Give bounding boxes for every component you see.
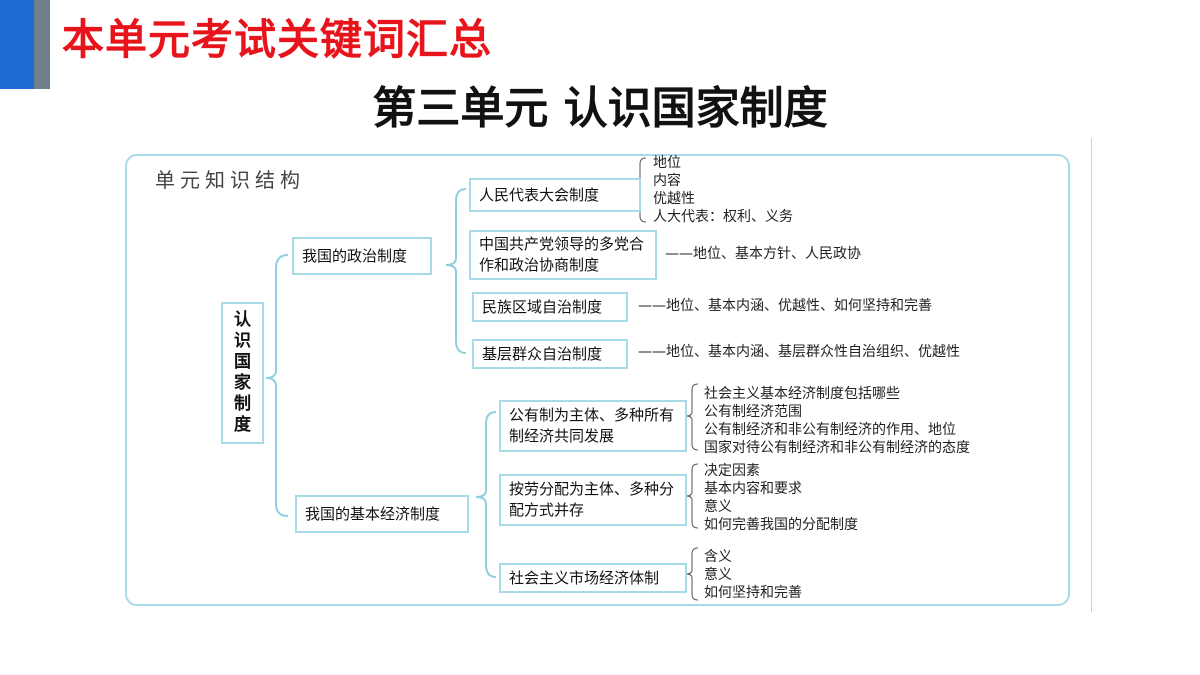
npc-note-item: 内容 [653,173,681,189]
economic-system-label: 我国的基本经济制度 [305,504,441,523]
npc-note-item: 优越性 [653,191,695,207]
cpc-cooperation-note: ——地位、基本方针、人民政协 [665,246,861,262]
divider-line [1091,138,1092,612]
npc-system-node: 人民代表大会制度 [469,178,641,212]
npc-system-label: 人民代表大会制度 [479,185,600,204]
root-node: 认识国家制度 [221,302,264,444]
grassroots-autonomy-label: 基层群众自治制度 [482,344,603,363]
distribution-notes-brace [685,463,699,529]
grassroots-autonomy-note: ——地位、基本内涵、基层群众性自治组织、优越性 [638,344,960,360]
cpc-cooperation-label: 中国共产党领导的多党合作和政治协商制度 [479,235,645,274]
market-economy-label: 社会主义市场经济体制 [509,568,660,587]
root-bracket [265,254,289,517]
economic-system-node: 我国的基本经济制度 [295,495,469,533]
ethnic-autonomy-node: 民族区域自治制度 [472,292,628,322]
cpc-cooperation-node: 中国共产党领导的多党合作和政治协商制度 [469,230,657,280]
unit-title: 第三单元 认识国家制度 [372,83,828,134]
ownership-note-item: 公有制经济和非公有制经济的作用、地位 [704,422,956,438]
distribution-note-item: 意义 [704,499,732,515]
ethnic-autonomy-note: ——地位、基本内涵、优越性、如何坚持和完善 [638,298,932,314]
ownership-system-label: 公有制为主体、多种所有制经济共同发展 [509,406,675,445]
root-label: 认识国家制度 [234,310,251,435]
economic-bracket [475,411,497,578]
ownership-system-node: 公有制为主体、多种所有制经济共同发展 [499,400,687,452]
header-title: 本单元考试关键词汇总 [62,15,493,64]
distribution-system-node: 按劳分配为主体、多种分配方式并存 [499,474,687,526]
political-system-label: 我国的政治制度 [302,246,408,265]
structure-label: 单元知识结构 [155,168,305,192]
ownership-note-item: 公有制经济范围 [704,404,802,420]
market-note-item: 意义 [704,567,732,583]
ethnic-autonomy-label: 民族区域自治制度 [482,297,603,316]
market-note-item: 如何坚持和完善 [704,585,802,601]
distribution-note-item: 决定因素 [704,463,760,479]
market-notes-brace [685,547,699,601]
distribution-note-item: 基本内容和要求 [704,481,802,497]
market-note-item: 含义 [704,549,732,565]
ownership-notes-brace [685,383,699,451]
political-system-node: 我国的政治制度 [292,237,432,275]
accent-bar-gray [34,0,50,89]
distribution-note-item: 如何完善我国的分配制度 [704,517,858,533]
knowledge-structure-panel [125,154,1070,606]
accent-bar-blue [0,0,34,89]
npc-note-item: 地位 [653,155,681,171]
ownership-note-item: 国家对待公有制经济和非公有制经济的态度 [704,440,970,456]
grassroots-autonomy-node: 基层群众自治制度 [472,339,628,369]
npc-note-item: 人大代表：权利、义务 [653,209,793,225]
political-bracket [445,188,467,354]
market-economy-node: 社会主义市场经济体制 [499,563,687,593]
distribution-system-label: 按劳分配为主体、多种分配方式并存 [509,480,675,519]
ownership-note-item: 社会主义基本经济制度包括哪些 [704,386,900,402]
